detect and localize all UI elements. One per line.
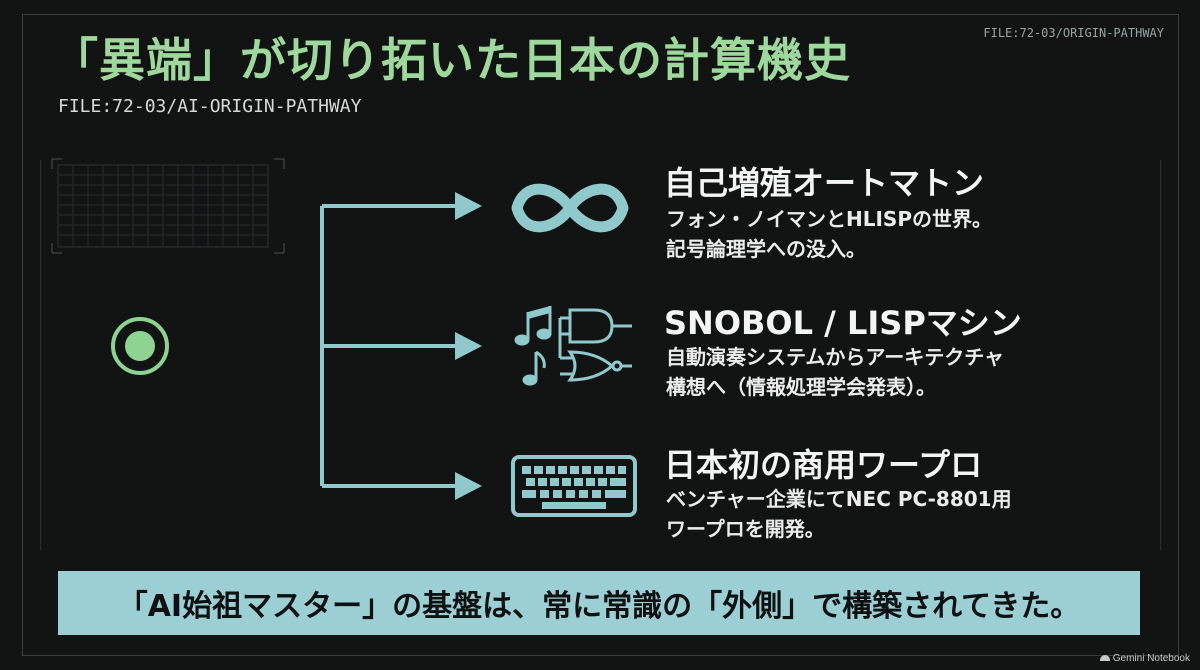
page-title: 「異端」が切り拓いた日本の計算機史 [52, 33, 851, 87]
branch-2-desc-line2: 構想へ（情報処理学会発表）。 [666, 375, 936, 399]
arrowhead-1 [455, 192, 482, 220]
branch-2-desc-line1: 自動演奏システムからアーキテクチャ [666, 345, 1004, 369]
origin-node [111, 317, 169, 375]
branch-3-desc-line1: ベンチャー企業にてNEC PC-8801用 [666, 487, 1012, 511]
notebook-logo-icon [1099, 655, 1110, 662]
infinity-icon [511, 183, 629, 233]
file-tag: FILE:72-03/ORIGIN-PATHWAY [983, 26, 1164, 40]
conclusion-banner: 「AI始祖マスター」の基盤は、常に常識の「外側」で構築されてきた。 [58, 571, 1140, 635]
branch-3-title: 日本初の商用ワープロ [664, 446, 983, 484]
frame-divider-right [1160, 160, 1161, 550]
branch-2-title: SNOBOL / LISPマシン [664, 304, 1022, 342]
watermark-text: Gemini Notebook [1112, 653, 1190, 664]
branch-3-desc-line2: ワープロを開発。 [666, 517, 825, 541]
conclusion-text: 「AI始祖マスター」の基盤は、常に常識の「外側」で構築されてきた。 [117, 589, 1081, 624]
frame-top-line [22, 14, 1178, 15]
branch-1-title: 自己増殖オートマトン [664, 164, 985, 202]
frame-left-line [22, 14, 23, 656]
frame-bottom-line [22, 655, 1178, 656]
branch-1-desc-line1: フォン・ノイマンとHLISPの世界。 [666, 207, 992, 231]
watermark: Gemini Notebook [1099, 653, 1190, 664]
frame-right-line [1178, 14, 1179, 656]
grid-decoration [51, 158, 285, 254]
file-code: FILE:72-03/AI-ORIGIN-PATHWAY [58, 96, 362, 117]
arrowhead-2 [455, 332, 482, 360]
keyboard-icon [511, 455, 637, 517]
branch-1-desc-line2: 記号論理学への没入。 [666, 237, 866, 261]
arrowhead-3 [455, 472, 482, 500]
music-logic-gates-icon [514, 306, 632, 386]
frame-divider-left [40, 160, 41, 550]
